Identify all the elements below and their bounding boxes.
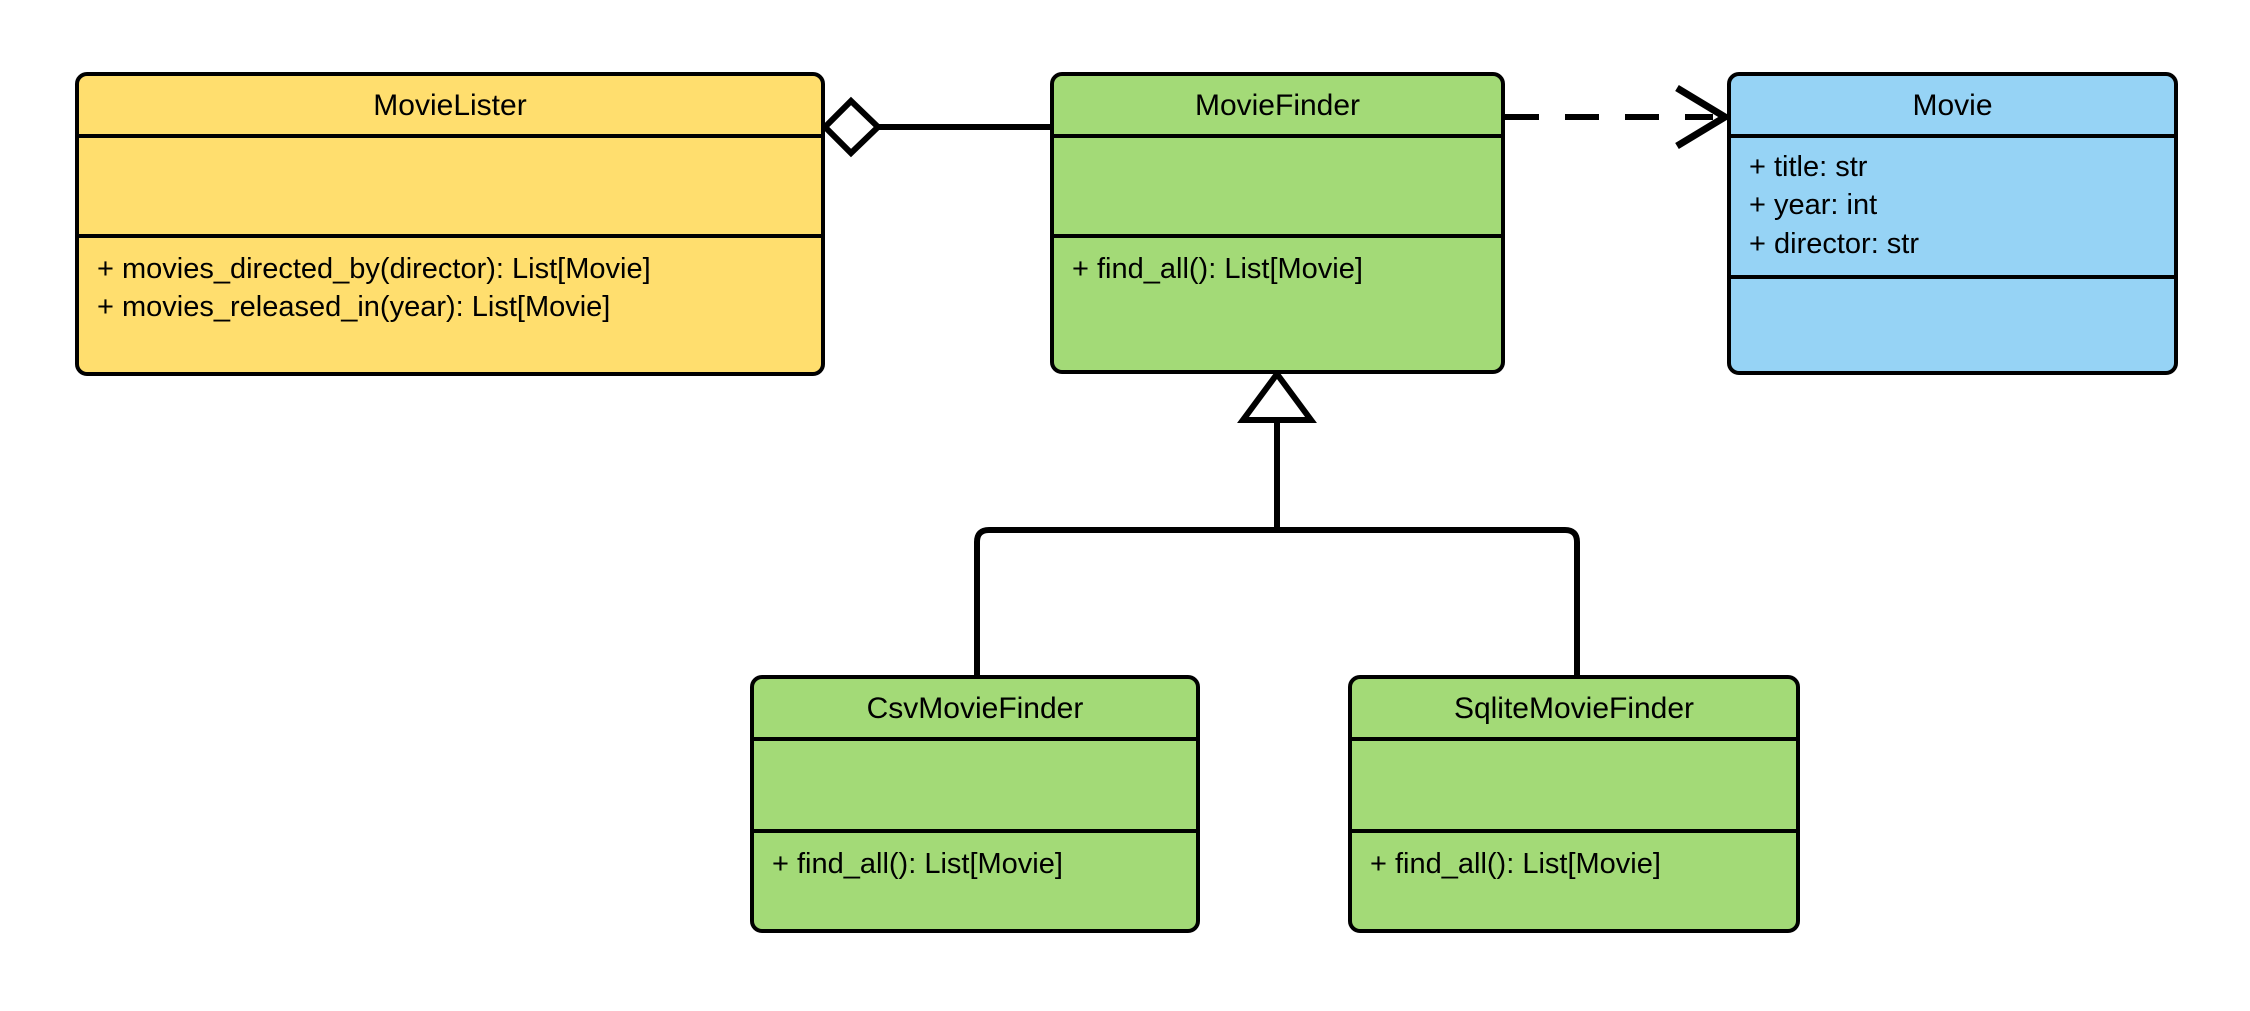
class-name-moviefinder: MovieFinder	[1194, 88, 1361, 122]
generalization-branch-bus	[974, 527, 1580, 677]
class-method: + movies_released_in(year): List[Movie]	[97, 291, 611, 324]
class-methods-compartment: + find_all(): List[Movie]	[1054, 238, 1501, 370]
class-box-sqlitemoviefinder[interactable]: SqliteMovieFinder + find_all(): List[Mov…	[1348, 675, 1800, 933]
class-name-movielister: MovieLister	[373, 88, 527, 122]
class-name-movie: Movie	[1912, 88, 1993, 122]
class-box-movie[interactable]: Movie + title: str + year: int + directo…	[1727, 72, 2178, 375]
class-box-csvmoviefinder[interactable]: CsvMovieFinder + find_all(): List[Movie]	[750, 675, 1200, 933]
aggregation-edge-movielister-moviefinder	[820, 96, 1050, 158]
dependency-edge-moviefinder-movie	[1505, 85, 1732, 149]
class-methods-compartment: + find_all(): List[Movie]	[1352, 833, 1796, 929]
class-name-csvmoviefinder: CsvMovieFinder	[866, 691, 1084, 725]
class-title-compartment: CsvMovieFinder	[754, 679, 1196, 741]
class-name-sqlitemoviefinder: SqliteMovieFinder	[1453, 691, 1695, 725]
class-attribute: + title: str	[1749, 151, 1868, 183]
class-box-movielister[interactable]: MovieLister + movies_directed_by(directo…	[75, 72, 825, 376]
hollow-diamond-marker	[820, 96, 883, 158]
class-method: + find_all(): List[Movie]	[772, 848, 1063, 880]
class-title-compartment: SqliteMovieFinder	[1352, 679, 1796, 741]
class-method: + movies_directed_by(director): List[Mov…	[97, 253, 651, 285]
class-attributes-compartment	[1054, 138, 1501, 238]
class-attributes-compartment	[754, 741, 1196, 833]
class-title-compartment: Movie	[1731, 76, 2174, 138]
class-method: + find_all(): List[Movie]	[1370, 848, 1661, 880]
class-method: + find_all(): List[Movie]	[1072, 253, 1363, 285]
class-title-compartment: MovieLister	[79, 76, 821, 138]
class-attributes-compartment	[79, 138, 821, 238]
class-methods-compartment: + find_all(): List[Movie]	[754, 833, 1196, 929]
class-methods-compartment: + movies_directed_by(director): List[Mov…	[79, 238, 821, 372]
hollow-triangle-marker	[1237, 368, 1317, 423]
generalization-edge-tree	[974, 368, 1580, 677]
class-box-moviefinder[interactable]: MovieFinder + find_all(): List[Movie]	[1050, 72, 1505, 374]
class-methods-compartment	[1731, 279, 2174, 371]
open-arrow-marker	[1675, 85, 1732, 149]
class-attributes-compartment: + title: str + year: int + director: str	[1731, 138, 2174, 279]
class-attribute: + director: str	[1749, 227, 1920, 260]
class-attributes-compartment	[1352, 741, 1796, 833]
class-title-compartment: MovieFinder	[1054, 76, 1501, 138]
class-attribute: + year: int	[1749, 189, 1878, 222]
